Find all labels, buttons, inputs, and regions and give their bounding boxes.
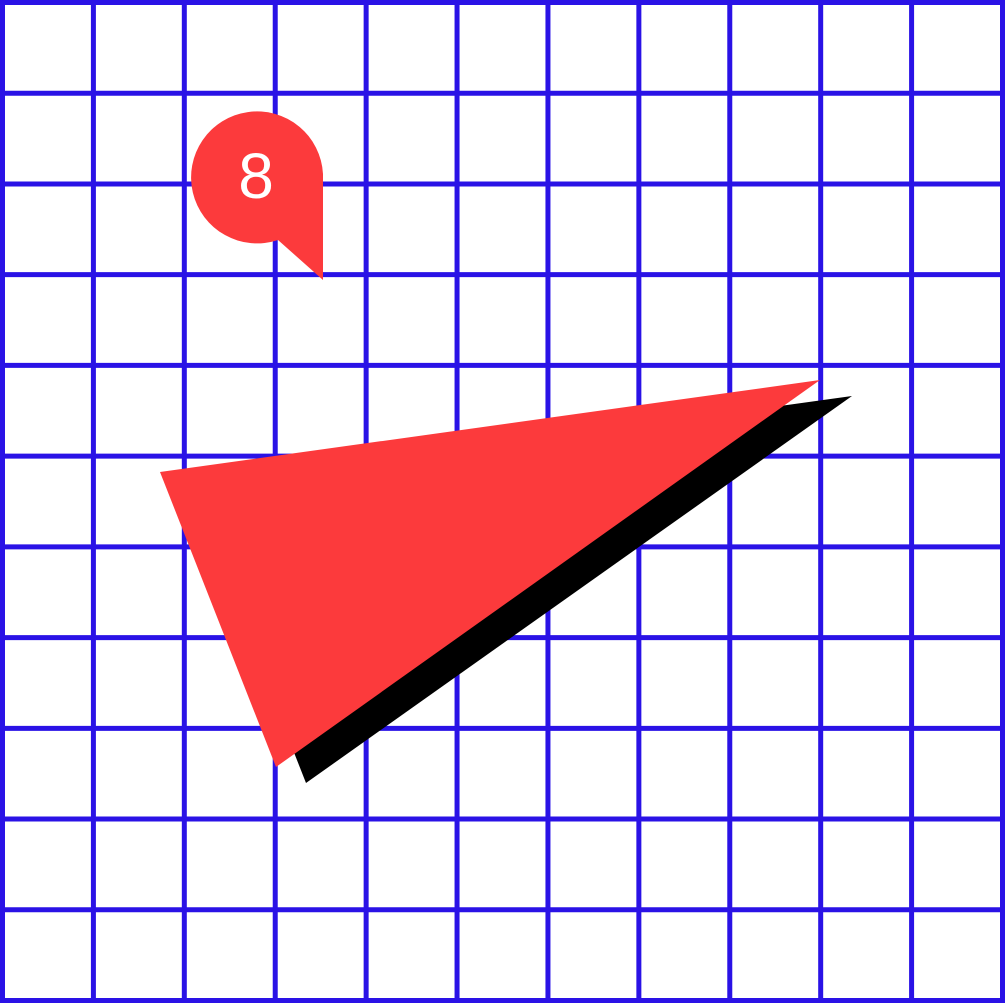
badge-label: 8: [238, 140, 274, 212]
map-pin-badge: 8: [191, 111, 323, 280]
triangle: [160, 380, 820, 767]
map-pin-icon: [191, 111, 323, 280]
